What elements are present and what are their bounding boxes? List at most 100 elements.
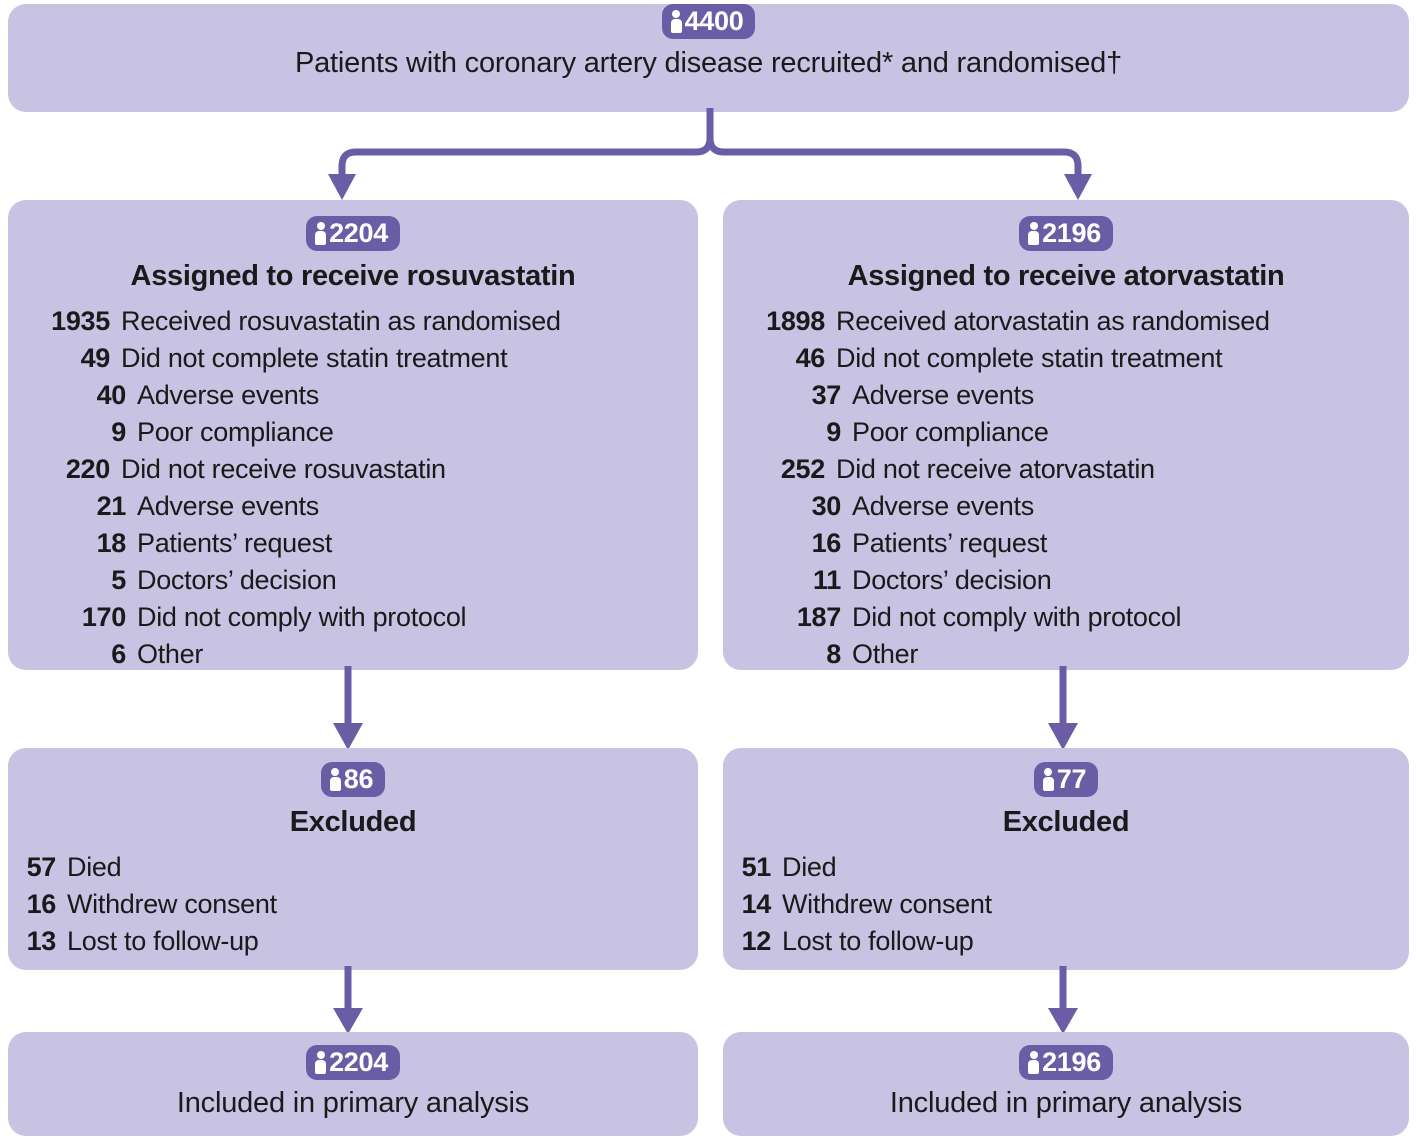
line-label: Other — [137, 639, 204, 669]
line-count: 8 — [826, 639, 841, 669]
analysis-box-rosuvastatin: 2204 Included in primary analysis — [8, 1032, 698, 1136]
line-count: 12 — [741, 926, 772, 956]
line-label: Died — [782, 852, 837, 882]
line-label: Poor compliance — [137, 417, 334, 447]
allocation-line-list: 1898 Received atorvastatin as randomised… — [723, 303, 1409, 673]
line-count: 30 — [811, 491, 842, 521]
line-label: Other — [852, 639, 919, 669]
badge-count: 2204 — [329, 1047, 388, 1077]
badge-count: 77 — [1056, 764, 1087, 794]
line-label: Died — [67, 852, 122, 882]
badge-wrap: 2204 — [8, 216, 698, 251]
list-item: 9 Poor compliance — [18, 414, 690, 451]
badge-count: 2204 — [329, 218, 388, 248]
line-count: 18 — [96, 528, 127, 558]
line-count: 57 — [26, 852, 57, 882]
line-label: Patients’ request — [852, 528, 1048, 558]
excluded-line-list: 51 Died 14 Withdrew consent 12 Lost to f… — [723, 849, 1409, 960]
line-count: 46 — [795, 343, 826, 373]
list-item: 49 Did not complete statin treatment — [18, 340, 690, 377]
line-label: Did not receive rosuvastatin — [121, 454, 446, 484]
badge-count: 4400 — [684, 6, 744, 36]
line-count: 5 — [111, 565, 126, 595]
list-item: 11 Doctors’ decision — [733, 562, 1401, 599]
list-item: 40 Adverse events — [18, 377, 690, 414]
list-item: 46 Did not complete statin treatment — [733, 340, 1401, 377]
allocation-title: Assigned to receive rosuvastatin — [130, 260, 576, 292]
list-item: 187 Did not comply with protocol — [733, 599, 1401, 636]
line-label: Patients’ request — [137, 528, 333, 558]
list-item: 18 Patients’ request — [18, 525, 690, 562]
list-item: 170 Did not comply with protocol — [18, 599, 690, 636]
person-icon — [1042, 767, 1054, 791]
line-count: 49 — [80, 343, 111, 373]
analysis-title: Included in primary analysis — [176, 1087, 530, 1119]
participant-count-badge: 2196 — [1019, 216, 1113, 251]
line-count: 187 — [796, 602, 841, 632]
person-icon — [1028, 221, 1040, 245]
line-count: 1935 — [51, 306, 110, 336]
line-count: 21 — [96, 491, 127, 521]
line-count: 37 — [811, 380, 842, 410]
line-label: Received rosuvastatin as randomised — [121, 306, 561, 336]
person-icon — [315, 1050, 327, 1074]
line-count: 13 — [26, 926, 57, 956]
badge-wrap: 77 — [723, 762, 1409, 797]
line-count: 14 — [741, 889, 772, 919]
line-count: 40 — [96, 380, 127, 410]
list-item: 12 Lost to follow-up — [733, 923, 1401, 960]
badge-count: 86 — [343, 764, 374, 794]
list-item: 9 Poor compliance — [733, 414, 1401, 451]
list-item: 220 Did not receive rosuvastatin — [18, 451, 690, 488]
list-item: 16 Patients’ request — [733, 525, 1401, 562]
list-item: 6 Other — [18, 636, 690, 673]
allocation-box-rosuvastatin: 2204 Assigned to receive rosuvastatin 19… — [8, 200, 698, 670]
line-label: Did not receive atorvastatin — [836, 454, 1155, 484]
participant-count-badge: 2196 — [1019, 1045, 1113, 1080]
list-item: 1935 Received rosuvastatin as randomised — [18, 303, 690, 340]
arrow-left-excluded-to-analysis — [333, 966, 363, 1034]
excluded-line-list: 57 Died 16 Withdrew consent 13 Lost to f… — [8, 849, 698, 960]
badge-wrap: 2204 — [8, 1045, 698, 1080]
badge-count: 2196 — [1042, 1047, 1101, 1077]
line-label: Withdrew consent — [782, 889, 992, 919]
excluded-box-rosuvastatin: 86 Excluded 57 Died 16 Withdrew consent … — [8, 748, 698, 970]
participant-count-badge: 86 — [320, 762, 386, 797]
badge-wrap: 2196 — [723, 1045, 1409, 1080]
excluded-title: Excluded — [289, 806, 417, 838]
line-label: Received atorvastatin as randomised — [836, 306, 1270, 336]
list-item: 30 Adverse events — [733, 488, 1401, 525]
line-count: 6 — [111, 639, 126, 669]
line-label: Did not comply with protocol — [137, 602, 467, 632]
list-item: 37 Adverse events — [733, 377, 1401, 414]
list-item: 51 Died — [733, 849, 1401, 886]
line-label: Adverse events — [852, 491, 1034, 521]
participant-count-badge: 77 — [1033, 762, 1099, 797]
badge-count: 2196 — [1042, 218, 1101, 248]
participant-count-badge: 2204 — [306, 1045, 400, 1080]
list-item: 8 Other — [733, 636, 1401, 673]
line-count: 16 — [26, 889, 57, 919]
line-label: Did not complete statin treatment — [121, 343, 508, 373]
arrow-left-allocation-to-excluded — [333, 666, 363, 750]
person-icon — [315, 221, 327, 245]
line-label: Did not comply with protocol — [852, 602, 1182, 632]
line-label: Did not complete statin treatment — [836, 343, 1223, 373]
list-item: 14 Withdrew consent — [733, 886, 1401, 923]
allocation-split-connector — [328, 108, 1092, 200]
list-item: 57 Died — [18, 849, 690, 886]
badge-wrap: 2196 — [723, 216, 1409, 251]
excluded-box-atorvastatin: 77 Excluded 51 Died 14 Withdrew consent … — [723, 748, 1409, 970]
person-icon — [1028, 1050, 1040, 1074]
line-count: 11 — [813, 565, 841, 595]
line-count: 170 — [81, 602, 126, 632]
allocation-line-list: 1935 Received rosuvastatin as randomised… — [8, 303, 698, 673]
line-label: Adverse events — [852, 380, 1034, 410]
list-item: 16 Withdrew consent — [18, 886, 690, 923]
participant-count-badge: 4400 — [661, 4, 756, 39]
analysis-box-atorvastatin: 2196 Included in primary analysis — [723, 1032, 1409, 1136]
line-label: Lost to follow-up — [782, 926, 974, 956]
line-count: 9 — [826, 417, 841, 447]
line-count: 220 — [65, 454, 110, 484]
